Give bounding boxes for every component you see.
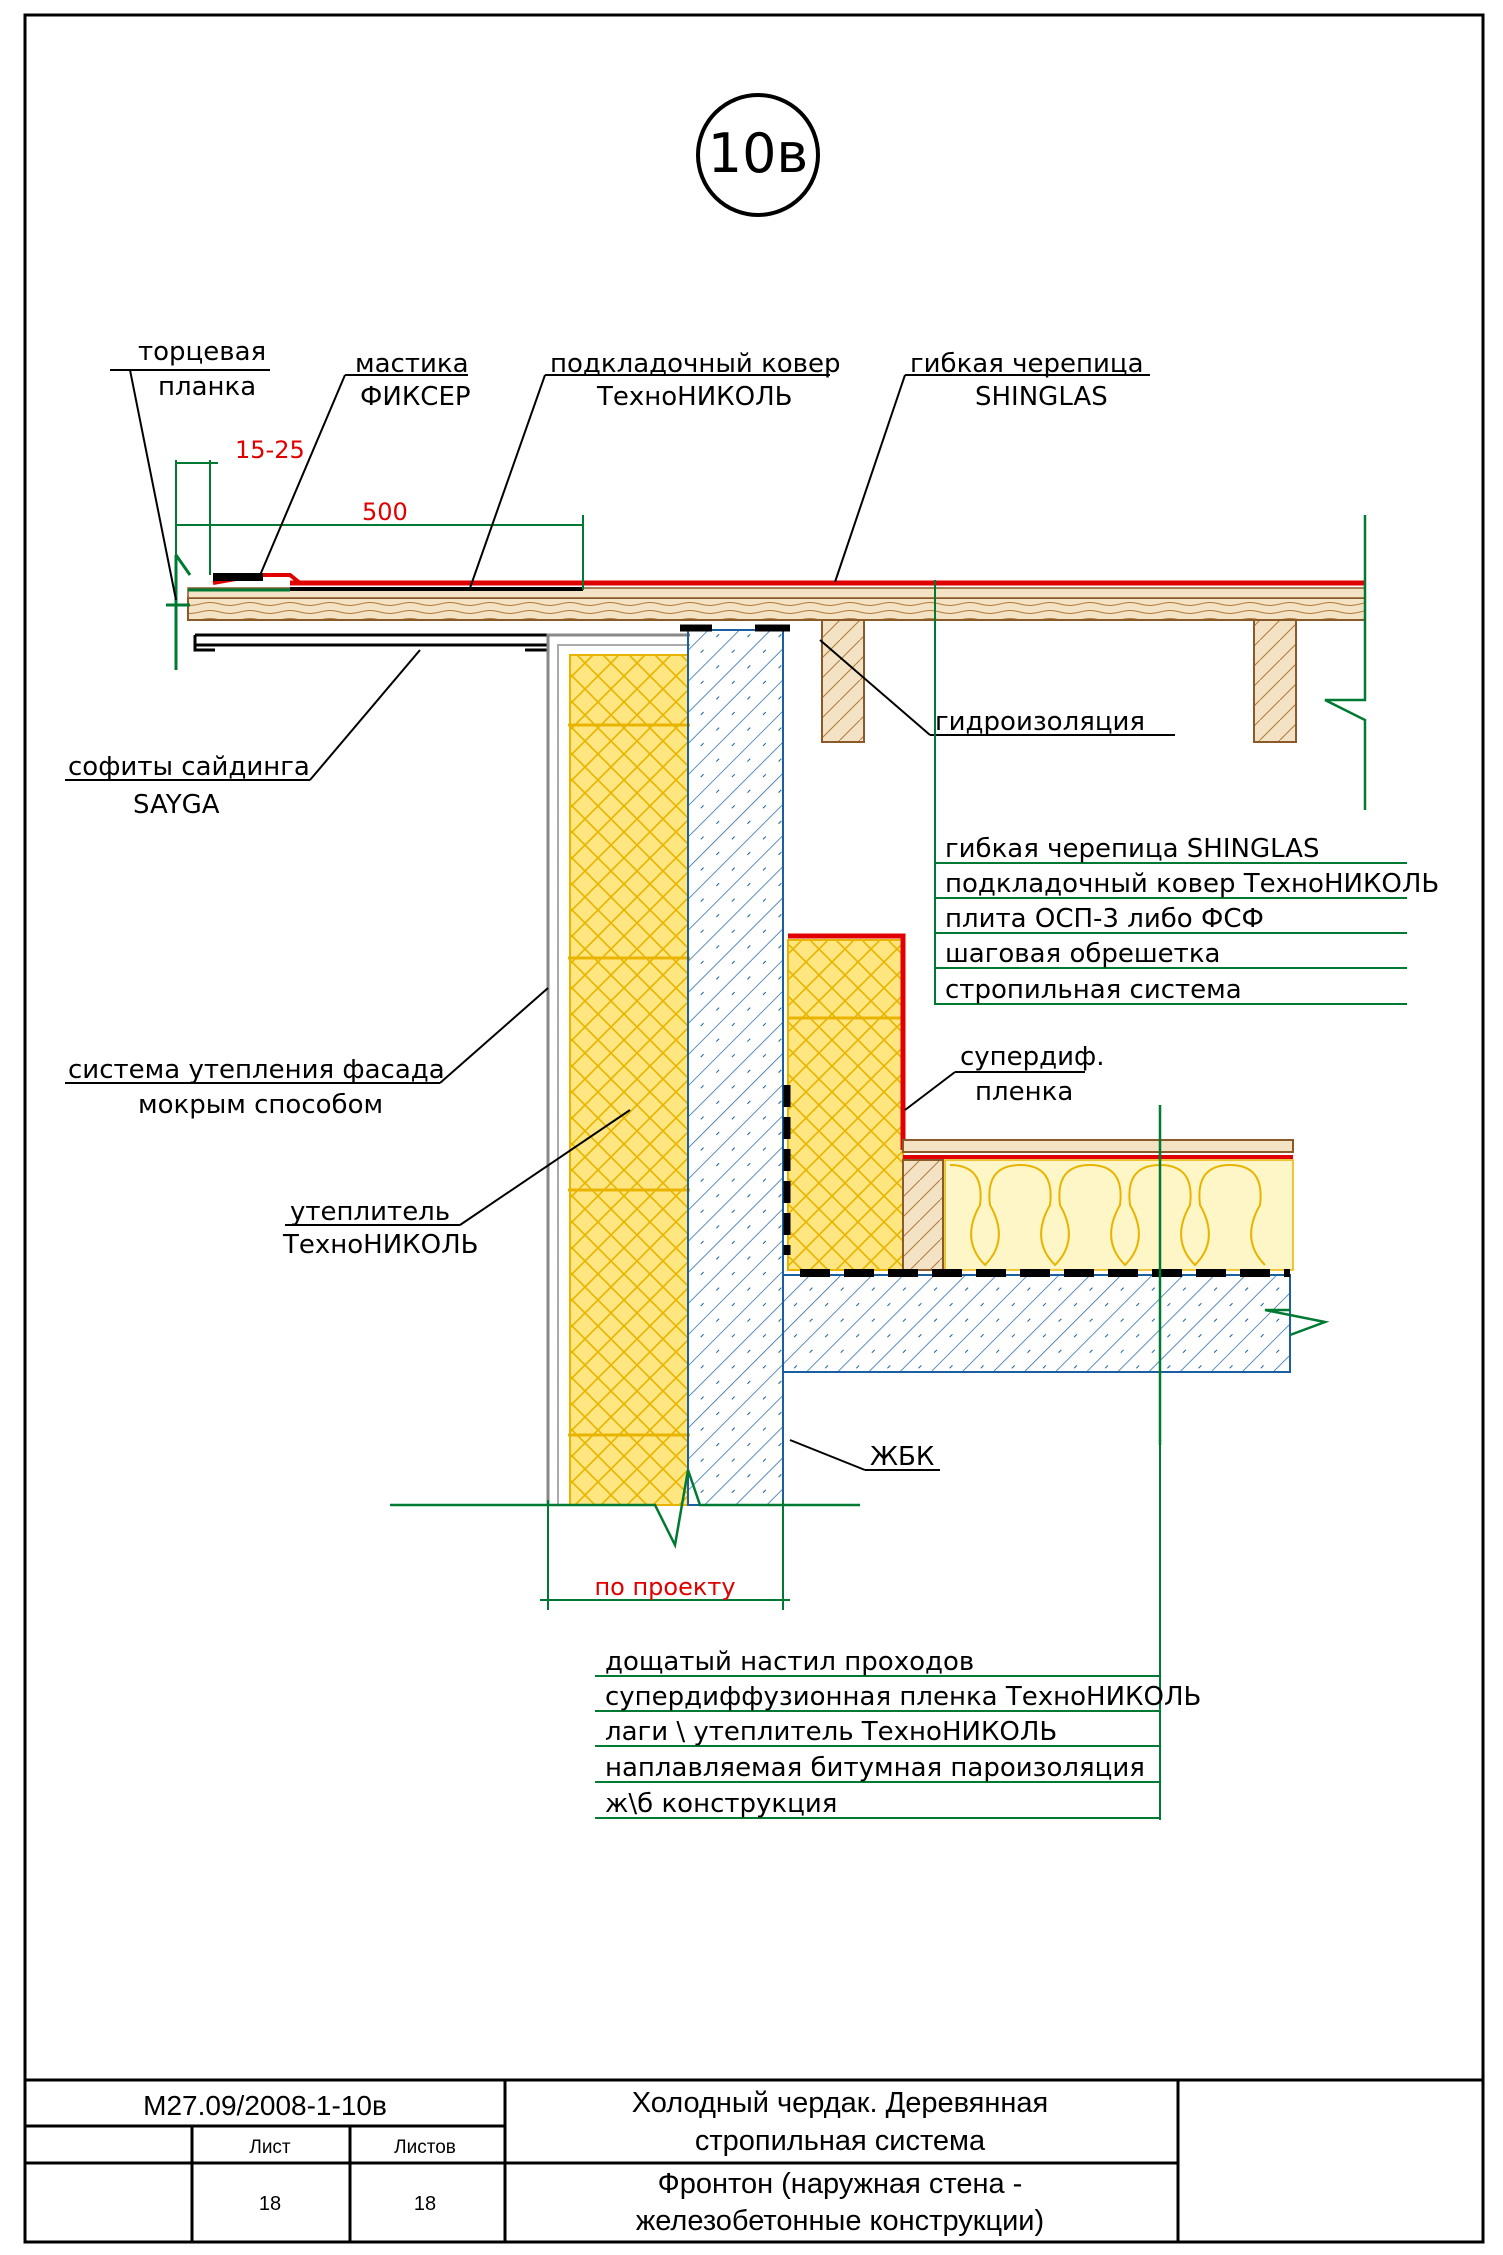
dim-wall-thickness: по проекту	[594, 1573, 735, 1601]
label-mastic-2: ФИКСЕР	[360, 382, 471, 412]
detail-marker: 10в	[696, 93, 820, 217]
wall-assembly	[390, 624, 1330, 1549]
title-line-4: железобетонные конструкции)	[636, 2205, 1044, 2237]
break-line-roof	[1324, 515, 1367, 810]
floor-layer-5: ж\б конструкция	[605, 1789, 837, 1819]
roof-layer-list: гибкая черепица SHINGLAS подкладочный ко…	[934, 580, 1439, 1005]
roof-layer-4: шаговая обрешетка	[945, 939, 1220, 969]
roof-layer-5: стропильная система	[945, 975, 1242, 1005]
label-end-plate-1: торцевая	[138, 337, 266, 367]
label-superdiff-2: пленка	[975, 1077, 1073, 1107]
floor-layer-4: наплавляемая битумная пароизоляция	[605, 1753, 1145, 1783]
dim-overlap: 500	[362, 498, 408, 526]
label-rc: ЖБК	[870, 1442, 934, 1472]
attic-floor	[783, 933, 1294, 1445]
label-end-plate-2: планка	[158, 372, 256, 402]
roof-layer-1: гибкая черепица SHINGLAS	[945, 834, 1319, 864]
label-soffits-1: софиты сайдинга	[68, 752, 310, 782]
title-line-2: стропильная система	[695, 2125, 986, 2157]
mastic-strip	[213, 573, 263, 581]
sheets-total: 18	[414, 2193, 436, 2215]
rafter-1	[821, 619, 865, 743]
siding-soffit	[193, 633, 550, 652]
dimensions	[175, 460, 790, 1610]
label-mastic-1: мастика	[355, 349, 469, 379]
roof-assembly	[166, 515, 1367, 810]
label-insulation-1: утеплитель	[290, 1197, 450, 1227]
floor-layer-3: лаги \ утеплитель ТехноНИКОЛЬ	[605, 1717, 1057, 1747]
inner-wall-insulation	[787, 939, 904, 1271]
floor-layer-1: дощатый настил проходов	[605, 1647, 974, 1677]
sheet-label: Лист	[249, 2137, 291, 2158]
label-facade-2: мокрым способом	[138, 1090, 383, 1120]
concrete-wall	[687, 629, 784, 1506]
floor-layer-list: дощатый настил проходов супердиффузионна…	[595, 1445, 1201, 1820]
floor-layer-2: супердиффузионная пленка ТехноНИКОЛЬ	[605, 1682, 1201, 1712]
floor-insulation	[944, 1159, 1294, 1271]
label-waterproofing: гидроизоляция	[935, 707, 1145, 737]
label-facade-1: система утепления фасада	[68, 1055, 445, 1085]
roof-layer-3: плита ОСП-3 либо ФСФ	[945, 904, 1264, 934]
dim-gap: 15-25	[235, 436, 305, 464]
title-block	[25, 2078, 1483, 2242]
break-line-wall	[390, 1469, 860, 1549]
roof-layer-2: подкладочный ковер ТехноНИКОЛЬ	[945, 869, 1439, 899]
label-underlay-1: подкладочный ковер	[550, 349, 841, 379]
label-soffits-2: SAYGA	[133, 790, 220, 820]
label-underlay-2: ТехноНИКОЛЬ	[596, 382, 792, 412]
osb-deck	[187, 597, 1366, 621]
concrete-slab	[782, 1274, 1291, 1373]
title-line-1: Холодный чердак. Деревянная	[632, 2087, 1049, 2119]
label-shingles-2: SHINGLAS	[975, 382, 1108, 412]
rafter-2	[1253, 619, 1297, 743]
label-superdiff-1: супердиф.	[960, 1042, 1105, 1072]
wall-insulation	[569, 654, 689, 1506]
floor-joist	[902, 1159, 944, 1271]
callout-leaders	[65, 369, 1175, 1471]
label-shingles-1: гибкая черепица	[910, 349, 1144, 379]
detail-id: 10в	[708, 122, 809, 185]
walkway-boards	[902, 1139, 1294, 1153]
sheet-number: 18	[259, 2193, 281, 2215]
title-line-3: Фронтон (наружная стена -	[658, 2168, 1023, 2200]
drawing-code: М27.09/2008-1-10в	[143, 2090, 387, 2121]
sheet-frame	[23, 13, 1485, 2244]
label-insulation-2: ТехноНИКОЛЬ	[282, 1230, 478, 1260]
sheets-label: Листов	[394, 2137, 456, 2158]
